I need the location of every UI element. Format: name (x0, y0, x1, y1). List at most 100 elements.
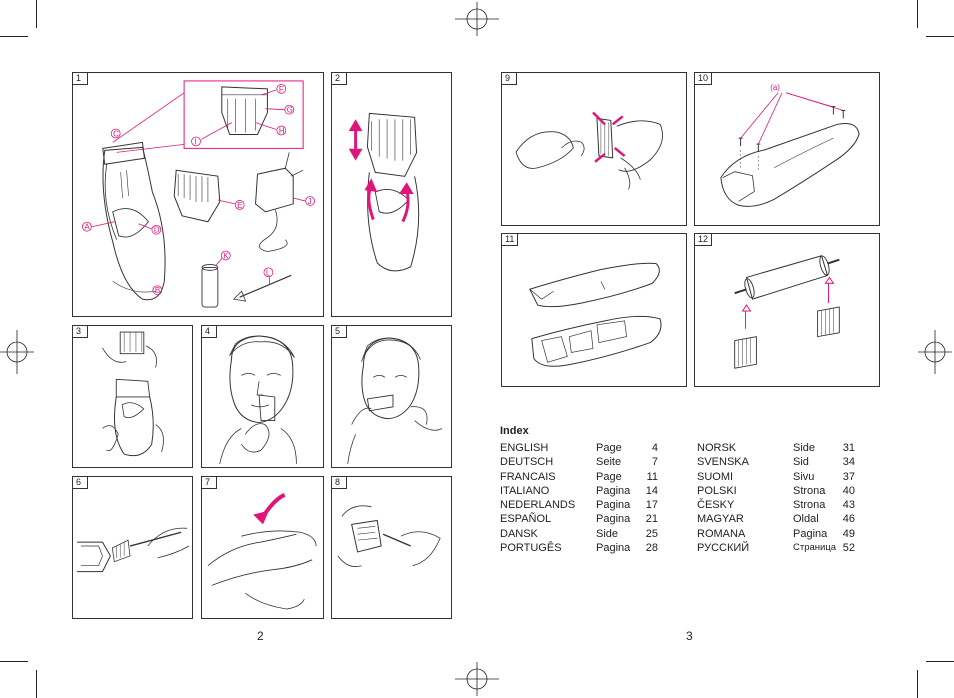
svg-text:D: D (154, 226, 160, 235)
figure-panel-8: 8 (331, 476, 452, 619)
crop-mark (917, 670, 918, 698)
svg-text:F: F (279, 85, 284, 94)
index-row: POLSKI Strona 40 (697, 484, 857, 498)
figure-panel-4: 4 (201, 325, 324, 468)
blade-removal-illustration (515, 111, 663, 190)
index-language: NORSK (697, 442, 737, 454)
part-label-D: D (138, 223, 162, 235)
part-label-I: I (191, 122, 232, 146)
panel-number: 1 (73, 73, 88, 85)
index-language: ROMANA (697, 527, 746, 540)
index-row: MAGYAR Oldal 46 (697, 512, 857, 526)
index-language: POLSKI (697, 484, 737, 497)
part-label-H: H (255, 122, 287, 136)
housing-open-illustration (529, 262, 662, 367)
figure-panel-5: 5 (331, 325, 452, 468)
index-language: MAGYAR (697, 513, 744, 526)
svg-text:L: L (266, 268, 271, 277)
part-label-F: F (261, 84, 287, 96)
index-page-number: 46 (842, 513, 855, 526)
crop-mark (36, 0, 37, 28)
index-title: Index (500, 425, 529, 437)
figure-panel-7: 7 (201, 476, 324, 619)
registration-mark (0, 330, 34, 374)
part-label-A: A (82, 221, 115, 232)
index-page-number: 34 (842, 456, 855, 469)
panel-number: 2 (332, 73, 347, 85)
svg-text:A: A (84, 223, 90, 232)
page-number-right: 3 (686, 629, 693, 643)
part-label-G: G (265, 104, 295, 115)
part-label-B: B (152, 285, 163, 295)
svg-text:B: B (155, 286, 160, 295)
svg-text:G: G (287, 106, 293, 115)
crop-mark (917, 0, 918, 28)
beard-trim-illustration (219, 335, 297, 464)
index-page-number: 37 (842, 470, 855, 483)
index-page-word: Sivu (793, 470, 815, 483)
svg-text:J: J (308, 197, 312, 206)
index-language: ESPAÑOL (500, 513, 552, 526)
panel-number: 4 (202, 326, 217, 338)
index-page-word: Seite (596, 456, 622, 469)
index-page-number: 43 (842, 499, 855, 512)
index-page-number: 31 (842, 442, 855, 454)
panel-number: 6 (73, 477, 88, 489)
trimmer-parts-illustration: A B C D E F G H I J K L (82, 80, 315, 308)
crop-mark (926, 661, 954, 662)
index-page-word: Pagina (596, 484, 631, 497)
index-page-number: 11 (646, 470, 658, 483)
index-language: ČESKY (697, 499, 735, 512)
index-page-number: 40 (842, 484, 855, 497)
index-page-number: 25 (645, 527, 658, 540)
head-cleaning-illustration (337, 505, 441, 567)
disassembly-illustration: (a) (720, 83, 860, 207)
index-language: ITALIANO (500, 484, 550, 497)
panel-number: 12 (695, 234, 713, 246)
index-page-word: Sid (793, 456, 809, 469)
index-page-number: 49 (842, 527, 855, 540)
index-language: DEUTSCH (500, 456, 554, 469)
comb-attach-illustration (102, 331, 164, 457)
index-page-word: Pagina (596, 542, 631, 555)
svg-text:H: H (279, 127, 285, 136)
index-page-word: Pagina (793, 527, 828, 540)
index-page-word: Strona (793, 484, 826, 497)
crop-mark (36, 670, 37, 698)
index-language: РУССКИЙ (697, 542, 750, 555)
crop-mark (0, 36, 28, 37)
figure-panel-2: 2 (331, 72, 452, 317)
index-page-word: Side (596, 527, 619, 540)
part-label-C: C (110, 128, 121, 138)
crop-mark (926, 36, 954, 37)
svg-text:C: C (113, 129, 119, 138)
index-page-word: Страница (793, 542, 837, 554)
index-page-number: 17 (645, 499, 658, 512)
battery-removal-illustration (734, 255, 840, 369)
index-language: FRANCAIS (500, 470, 556, 483)
figure-panel-6: 6 (72, 476, 193, 619)
cleaning-brush-illustration (76, 527, 190, 573)
panel-number: 8 (332, 477, 347, 489)
index-page-word: Pagina (596, 499, 631, 512)
comb-adjust-illustration (348, 112, 420, 272)
figure-panel-3: 3 (72, 325, 193, 468)
registration-mark (918, 330, 952, 374)
annotation-a: (a) (770, 83, 780, 92)
panel-number: 3 (73, 326, 88, 338)
index-page-word: Oldal (793, 513, 819, 526)
contour-trim-illustration (347, 337, 443, 464)
